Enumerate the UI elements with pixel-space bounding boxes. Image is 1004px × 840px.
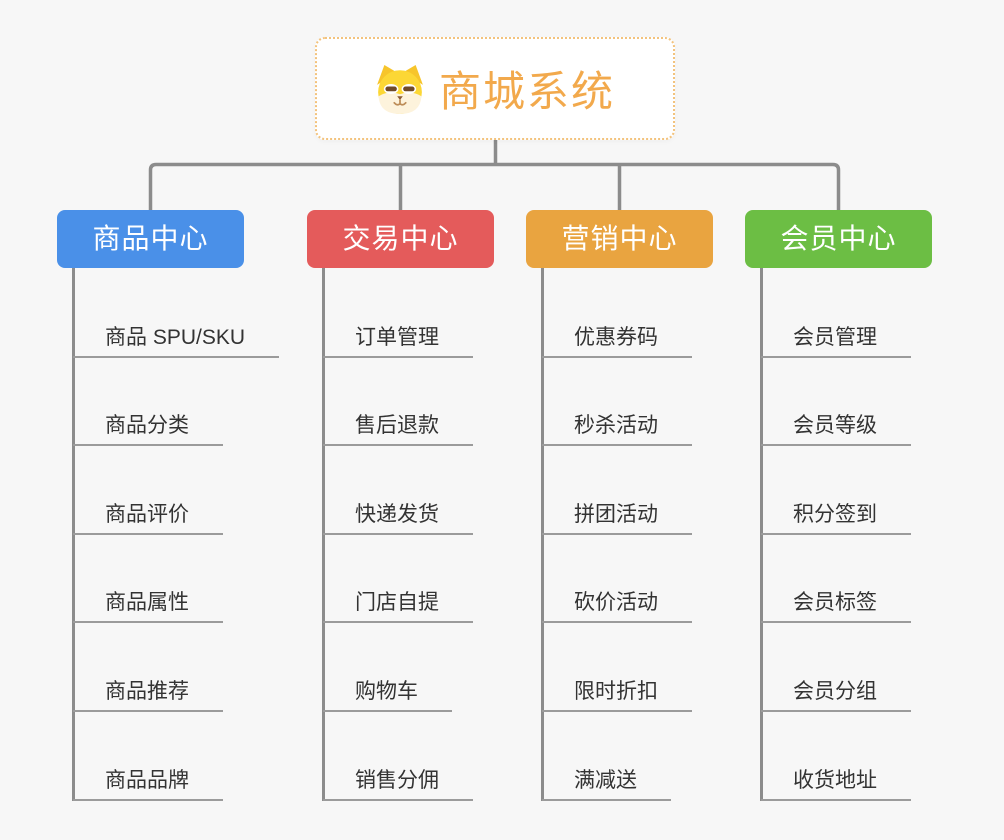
child-topic-label: 限时折扣	[574, 680, 658, 703]
child-topic[interactable]: 优惠券码	[542, 318, 692, 358]
child-topic[interactable]: 积分签到	[761, 495, 911, 535]
child-topic-label: 会员分组	[793, 680, 877, 703]
child-topic-label: 快递发货	[355, 503, 439, 526]
child-topic[interactable]: 拼团活动	[542, 495, 692, 535]
child-topic-label: 积分签到	[793, 503, 877, 526]
child-topic[interactable]: 商品 SPU/SKU	[73, 318, 280, 358]
child-topic[interactable]: 商品品牌	[73, 761, 223, 801]
child-topic[interactable]: 售后退款	[323, 406, 473, 446]
child-topic-label: 商品推荐	[105, 680, 189, 703]
child-topic[interactable]: 会员等级	[761, 406, 911, 446]
child-topic[interactable]: 满减送	[542, 761, 671, 801]
child-topic[interactable]: 门店自提	[323, 583, 473, 623]
root-node[interactable]: 商城系统	[315, 37, 675, 140]
child-topic[interactable]: 秒杀活动	[542, 406, 692, 446]
child-topic-label: 门店自提	[355, 591, 439, 614]
child-topic-label: 收货地址	[793, 769, 877, 792]
root-node-label: 商城系统	[438, 68, 615, 115]
child-topic[interactable]: 收货地址	[761, 761, 911, 801]
child-topic[interactable]: 会员管理	[761, 318, 911, 358]
child-topic[interactable]: 商品分类	[73, 406, 223, 446]
branch-node-trade-center[interactable]: 交易中心	[307, 210, 494, 268]
child-topic-label: 拼团活动	[574, 503, 658, 526]
child-topic-label: 砍价活动	[574, 591, 658, 614]
child-topic[interactable]: 快递发货	[323, 495, 473, 535]
child-topic-label: 商品品牌	[105, 769, 189, 792]
branch-node-product-center[interactable]: 商品中心	[57, 210, 244, 268]
child-topic[interactable]: 砍价活动	[542, 583, 692, 623]
child-topic[interactable]: 会员标签	[761, 583, 911, 623]
child-topic[interactable]: 商品评价	[73, 495, 223, 535]
child-topic-label: 优惠券码	[574, 326, 658, 349]
child-topic-label: 商品分类	[105, 414, 189, 437]
child-topic-label: 满减送	[574, 769, 637, 792]
child-topic[interactable]: 购物车	[323, 672, 452, 712]
child-topic[interactable]: 限时折扣	[542, 672, 692, 712]
child-topic-label: 会员标签	[793, 591, 877, 614]
child-topic-label: 商品评价	[105, 503, 189, 526]
child-topic[interactable]: 商品属性	[73, 583, 223, 623]
child-topic-label: 会员等级	[793, 414, 877, 437]
child-topic-label: 购物车	[355, 680, 418, 703]
branch-node-member-center[interactable]: 会员中心	[745, 210, 932, 268]
child-topic-label: 商品属性	[105, 591, 189, 614]
child-topic[interactable]: 订单管理	[323, 318, 473, 358]
child-topic-label: 秒杀活动	[574, 414, 658, 437]
child-topic-label: 售后退款	[355, 414, 439, 437]
child-topic-label: 销售分佣	[355, 769, 439, 792]
child-topic-label: 商品 SPU/SKU	[105, 326, 246, 349]
child-topic-label: 订单管理	[355, 326, 439, 349]
child-topic[interactable]: 会员分组	[761, 672, 911, 712]
child-topic-label: 会员管理	[793, 326, 877, 349]
branch-node-marketing-center[interactable]: 营销中心	[526, 210, 713, 268]
shiba-dog-face-icon	[377, 64, 423, 114]
child-topic[interactable]: 销售分佣	[323, 761, 473, 801]
child-topic[interactable]: 商品推荐	[73, 672, 223, 712]
